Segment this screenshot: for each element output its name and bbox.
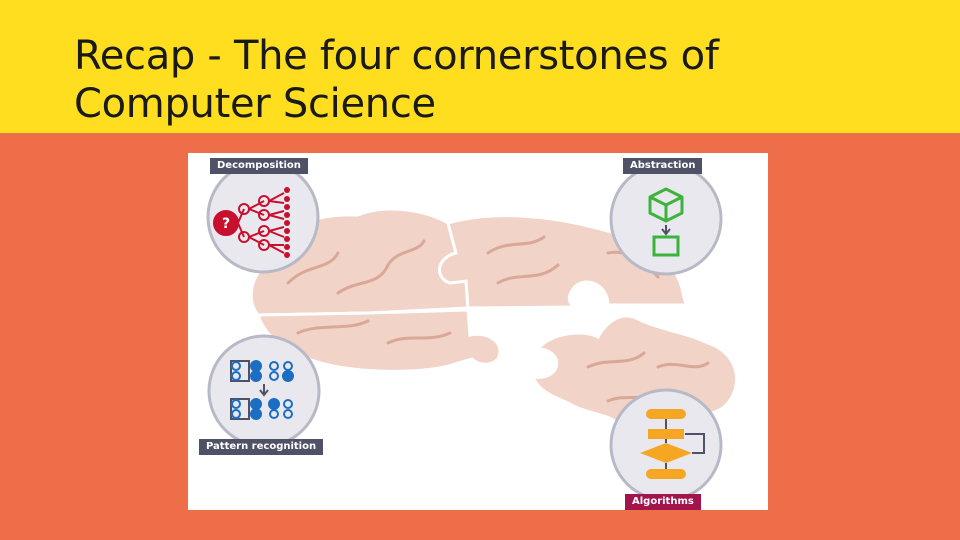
brain-puzzle-illustration: ? — [188, 153, 768, 510]
pattern-recognition-circle — [209, 336, 319, 454]
title-line-2: Computer Science — [74, 81, 436, 127]
question-mark-icon: ? — [222, 216, 230, 232]
cornerstones-figure: ? — [188, 153, 768, 510]
decomposition-label: Decomposition — [210, 158, 308, 174]
title-line-1: Recap - The four cornerstones of — [74, 33, 719, 79]
pattern-recognition-label: Pattern recognition — [199, 439, 323, 455]
slide-title: Recap - The four cornerstones of Compute… — [74, 32, 894, 128]
decomposition-circle: ? — [208, 161, 318, 272]
abstraction-label: Abstraction — [623, 158, 702, 174]
abstraction-circle — [611, 161, 721, 274]
decomposition-dots — [284, 187, 290, 258]
algorithms-label: Algorithms — [625, 494, 701, 510]
algorithms-circle — [611, 390, 721, 501]
